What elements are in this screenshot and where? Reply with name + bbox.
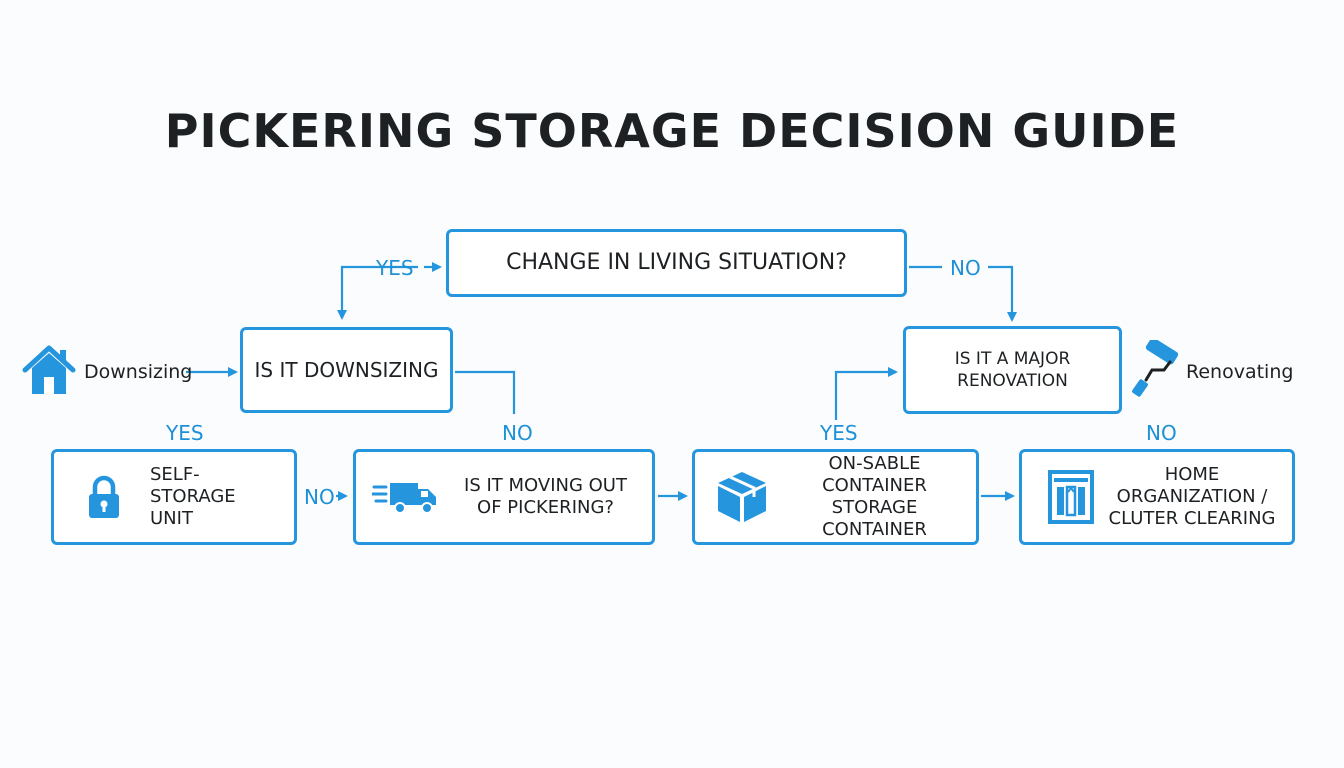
node-self-storage-label: SELF-STORAGE UNIT xyxy=(150,464,236,529)
node-change-living: CHANGE IN LIVING SITUATION? xyxy=(446,229,907,297)
side-label-renovating: Renovating xyxy=(1186,361,1294,383)
connector-renovation-yes xyxy=(834,367,898,420)
connector-downsizing-no xyxy=(455,370,516,414)
side-label-downsizing: Downsizing xyxy=(84,361,193,383)
node-self-storage: SELF-STORAGE UNIT xyxy=(51,449,297,545)
paint-roller-icon xyxy=(1130,337,1182,402)
node-major-renovation: IS IT A MAJOR RENOVATION xyxy=(903,326,1122,414)
label-yes-renovation: YES xyxy=(820,421,858,445)
connector-yes-to-downsizing xyxy=(337,265,418,320)
diagram-title: PICKERING STORAGE DECISION GUIDE xyxy=(164,104,1180,158)
box-icon xyxy=(707,470,777,524)
node-is-downsizing: IS IT DOWNSIZING xyxy=(240,327,453,413)
node-major-renovation-label: IS IT A MAJOR RENOVATION xyxy=(954,349,1071,391)
shelving-icon xyxy=(1038,470,1104,524)
padlock-icon xyxy=(68,475,140,519)
node-moving-out-label: IS IT MOVING OUT OF PICKERING? xyxy=(464,475,627,518)
connector-no-to-renovation xyxy=(988,265,1017,322)
label-no-downsizing: NO xyxy=(502,421,533,445)
node-home-organization-label: HOME ORGANIZATION / CLUTER CLEARING xyxy=(1108,464,1276,529)
label-no-top: NO xyxy=(950,256,981,280)
moving-truck-icon xyxy=(366,479,446,515)
node-container-storage: ON-SABLE CONTAINER STORAGE CONTAINER xyxy=(692,449,979,545)
node-moving-out: IS IT MOVING OUT OF PICKERING? xyxy=(353,449,655,545)
house-icon xyxy=(22,344,76,400)
label-no-right: NO xyxy=(1146,421,1177,445)
node-is-downsizing-label: IS IT DOWNSIZING xyxy=(254,358,439,382)
node-change-living-label: CHANGE IN LIVING SITUATION? xyxy=(506,250,847,275)
label-yes-left: YES xyxy=(166,421,204,445)
label-yes-top: YES xyxy=(376,256,414,280)
label-no-self-storage: NO xyxy=(304,485,335,509)
node-container-storage-label: ON-SABLE CONTAINER STORAGE CONTAINER xyxy=(822,453,927,540)
node-home-organization: HOME ORGANIZATION / CLUTER CLEARING xyxy=(1019,449,1295,545)
